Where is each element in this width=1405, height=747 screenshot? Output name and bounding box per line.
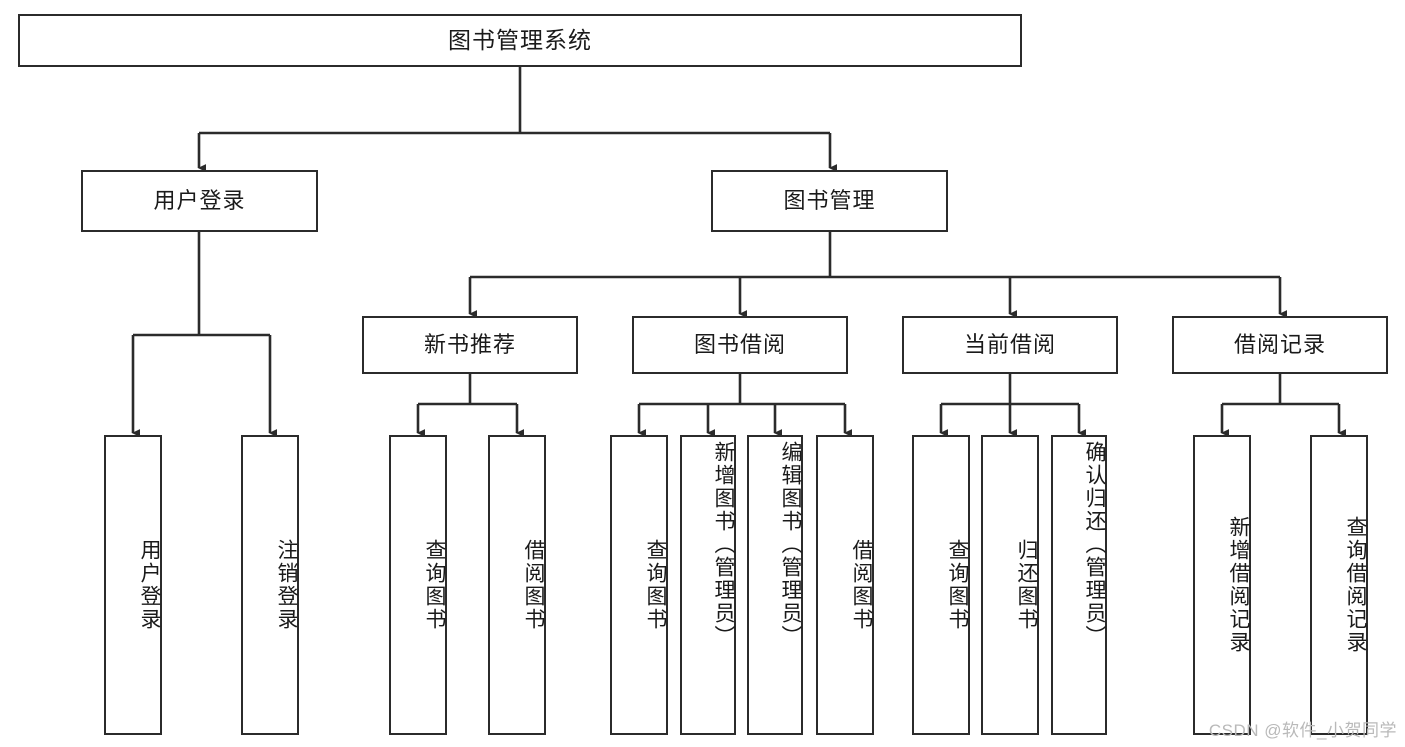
node-book-borrow[interactable]: 图书借阅: [632, 316, 848, 374]
node-label: 用户登录: [138, 539, 161, 631]
node-label: 图书管理: [783, 187, 876, 213]
node-leaf-logout-login[interactable]: 注销登录: [241, 435, 299, 735]
node-leaf-borrow-book-2[interactable]: 借阅图书: [816, 435, 874, 735]
node-label: 新增图书（管理员）: [712, 441, 735, 648]
node-label: 查询图书: [644, 539, 667, 631]
node-leaf-borrow-book-1[interactable]: 借阅图书: [488, 435, 546, 735]
node-label: 图书管理系统: [448, 26, 592, 53]
node-current-borrow[interactable]: 当前借阅: [902, 316, 1118, 374]
node-label: 借阅记录: [1233, 331, 1326, 357]
node-label: 新增借阅记录: [1227, 516, 1250, 654]
node-user-login[interactable]: 用户登录: [81, 170, 318, 232]
node-label: 归还图书: [1015, 539, 1038, 631]
node-leaf-query-book-3[interactable]: 查询图书: [912, 435, 970, 735]
node-label: 借阅图书: [522, 539, 545, 631]
node-leaf-return-book[interactable]: 归还图书: [981, 435, 1039, 735]
node-label: 借阅图书: [850, 539, 873, 631]
node-leaf-add-book-admin[interactable]: 新增图书（管理员）: [680, 435, 736, 735]
node-leaf-query-borrow-record[interactable]: 查询借阅记录: [1310, 435, 1368, 735]
watermark: CSDN @软件_小贺同学: [1208, 721, 1397, 740]
node-label: 新书推荐: [423, 331, 516, 357]
node-leaf-confirm-return-admin[interactable]: 确认归还（管理员）: [1051, 435, 1107, 735]
node-label: 确认归还（管理员）: [1083, 441, 1106, 648]
node-leaf-add-borrow-record[interactable]: 新增借阅记录: [1193, 435, 1251, 735]
node-label: 当前借阅: [963, 331, 1056, 357]
node-book-management[interactable]: 图书管理: [711, 170, 948, 232]
node-label: 查询图书: [946, 539, 969, 631]
node-label: 图书借阅: [693, 331, 786, 357]
node-leaf-edit-book-admin[interactable]: 编辑图书（管理员）: [747, 435, 803, 735]
node-label: 查询图书: [423, 539, 446, 631]
node-label: 编辑图书（管理员）: [779, 441, 802, 648]
node-label: 注销登录: [275, 539, 298, 631]
node-borrow-record[interactable]: 借阅记录: [1172, 316, 1388, 374]
node-leaf-query-book-2[interactable]: 查询图书: [610, 435, 668, 735]
node-root-book-management-system[interactable]: 图书管理系统: [18, 14, 1022, 67]
node-label: 用户登录: [153, 187, 246, 213]
node-leaf-user-login[interactable]: 用户登录: [104, 435, 162, 735]
node-new-book-recommend[interactable]: 新书推荐: [362, 316, 578, 374]
node-leaf-query-book-1[interactable]: 查询图书: [389, 435, 447, 735]
node-label: 查询借阅记录: [1344, 516, 1367, 654]
